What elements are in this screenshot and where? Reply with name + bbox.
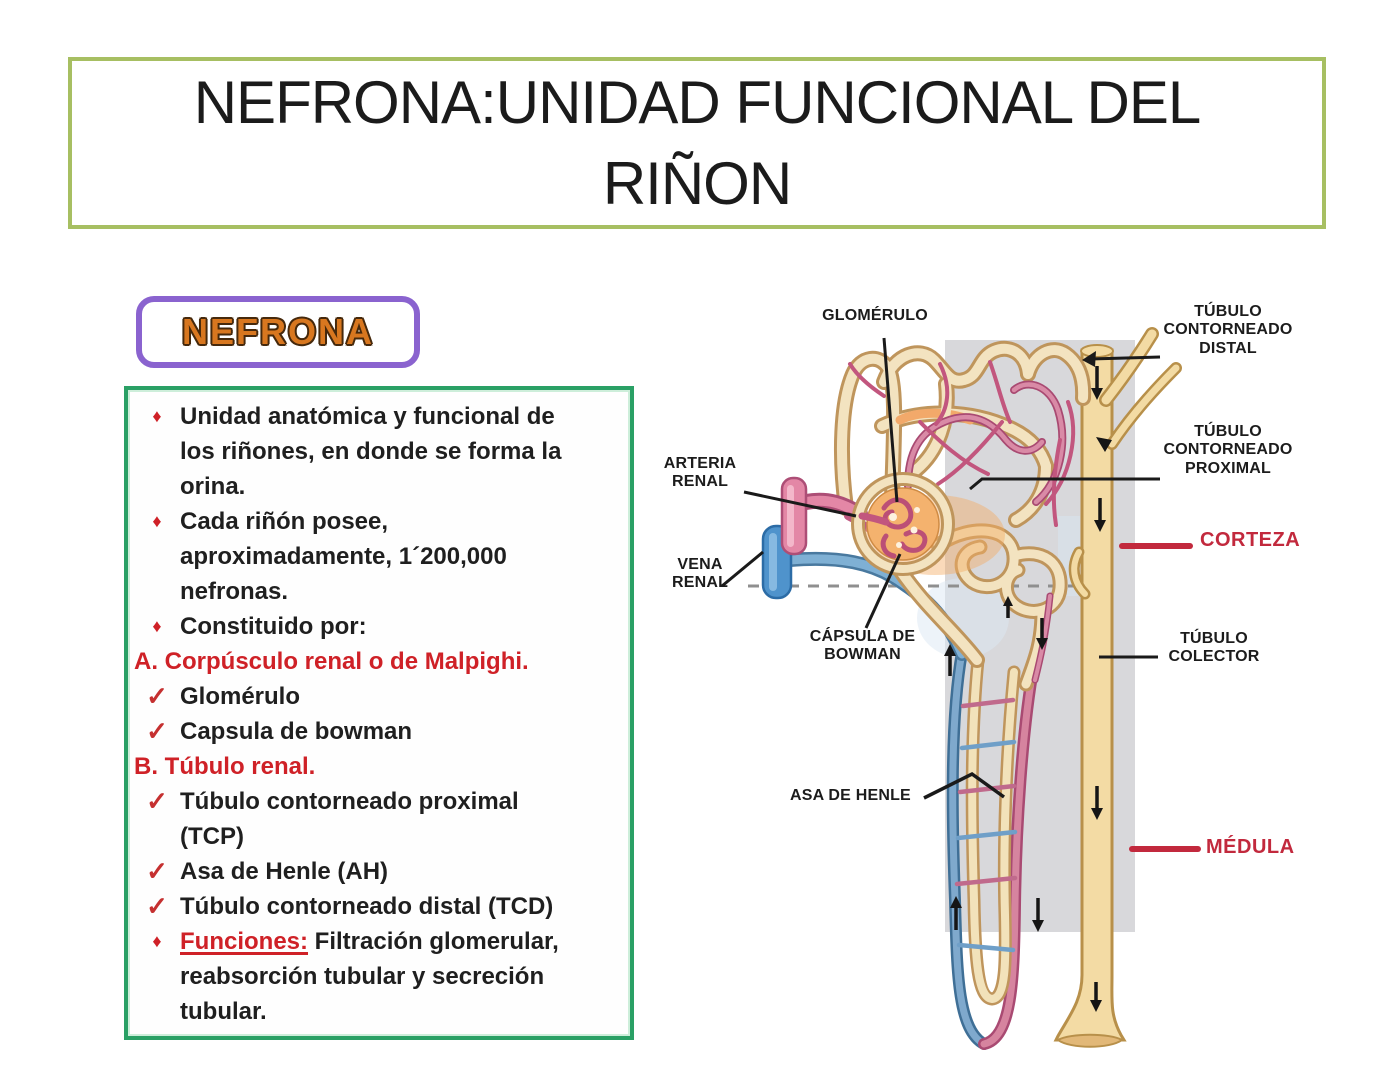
list-item: ✓ Glomérulo <box>134 679 622 714</box>
label-connectors <box>721 337 1161 800</box>
label-tubulo-colector: TÚBULO COLECTOR <box>1168 630 1260 666</box>
label-arteria-renal: ARTERIA RENAL <box>663 455 737 491</box>
check-icon: ✓ <box>146 786 168 816</box>
diamond-bullet-icon: ♦ <box>152 931 162 951</box>
list-item: ✓ Túbulo contorneado distal (TCD) <box>134 889 622 924</box>
list-item-text: Unidad anatómica y funcional de los riño… <box>180 403 562 500</box>
nefrona-badge-label: NEFRONA <box>182 311 374 352</box>
region-indicator-lines <box>1119 543 1201 852</box>
list-item-text: Túbulo contorneado distal (TCD) <box>180 893 554 920</box>
list-item: ♦ Constituido por: <box>134 609 622 644</box>
list-item: ✓ Asa de Henle (AH) <box>134 854 622 889</box>
label-capsula-de-bowman: CÁPSULA DE BOWMAN <box>809 628 916 664</box>
collecting-duct <box>1053 327 1182 1048</box>
label-corteza: CORTEZA <box>1200 529 1301 551</box>
page-title: NEFRONA:UNIDAD FUNCIONAL DEL RIÑON <box>193 69 1202 217</box>
info-box: ♦ Unidad anatómica y funcional de los ri… <box>124 386 634 1040</box>
check-icon: ✓ <box>146 681 168 711</box>
diamond-bullet-icon: ♦ <box>152 511 162 531</box>
check-icon: ✓ <box>146 891 168 921</box>
list-item-text: Funciones: Filtración glomerular, reabso… <box>180 924 559 1029</box>
label-tubulo-contorneado-proximal: TÚBULO CONTORNEADO PROXIMAL <box>1163 423 1293 477</box>
list-item-text: Glomérulo <box>180 683 301 710</box>
label-tubulo-contorneado-distal: TÚBULO CONTORNEADO DISTAL <box>1163 303 1293 357</box>
diamond-bullet-icon: ♦ <box>152 616 162 636</box>
label-asa-de-henle: ASA DE HENLE <box>790 787 911 804</box>
nefrona-badge: NEFRONA <box>136 296 420 368</box>
title-box: NEFRONA:UNIDAD FUNCIONAL DEL RIÑON <box>68 57 1326 229</box>
list-item-text: A. Corpúsculo renal o de Malpighi. <box>134 648 529 675</box>
list-item: ✓ Capsula de bowman <box>134 714 622 749</box>
list-item-text: Constituido por: <box>180 613 367 640</box>
nephron-diagram <box>721 327 1201 1050</box>
list-item: B. Túbulo renal. <box>134 749 622 784</box>
label-vena-renal: VENA RENAL <box>671 556 729 592</box>
list-item: ♦ Unidad anatómica y funcional de los ri… <box>134 399 622 504</box>
loop-of-henle <box>946 646 1040 1050</box>
flow-arrows <box>944 366 1112 1012</box>
funciones-rest: Filtración glomerular, reabsorción tubul… <box>180 928 559 1025</box>
list-item-text: Túbulo contorneado proximal (TCP) <box>180 788 519 850</box>
label-glomerulo: GLOMÉRULO <box>822 307 928 324</box>
list-item: ♦ Cada riñón posee, aproximadamente, 1´2… <box>134 504 622 609</box>
diamond-bullet-icon: ♦ <box>152 406 162 426</box>
funciones-lead: Funciones: <box>180 928 309 955</box>
list-item-text: Asa de Henle (AH) <box>180 858 389 885</box>
check-icon: ✓ <box>146 856 168 886</box>
capillary-network <box>848 360 1076 684</box>
list-item-text: B. Túbulo renal. <box>134 753 316 780</box>
list-item: ✓ Túbulo contorneado proximal (TCP) <box>134 784 622 854</box>
check-icon: ✓ <box>146 716 168 746</box>
list-item-text: Capsula de bowman <box>180 718 413 745</box>
list-item: ♦ Funciones: Filtración glomerular, reab… <box>134 924 622 1029</box>
label-medula: MÉDULA <box>1206 836 1295 858</box>
list-item-text: Cada riñón posee, aproximadamente, 1´200… <box>180 508 507 605</box>
list-item: A. Corpúsculo renal o de Malpighi. <box>134 644 622 679</box>
